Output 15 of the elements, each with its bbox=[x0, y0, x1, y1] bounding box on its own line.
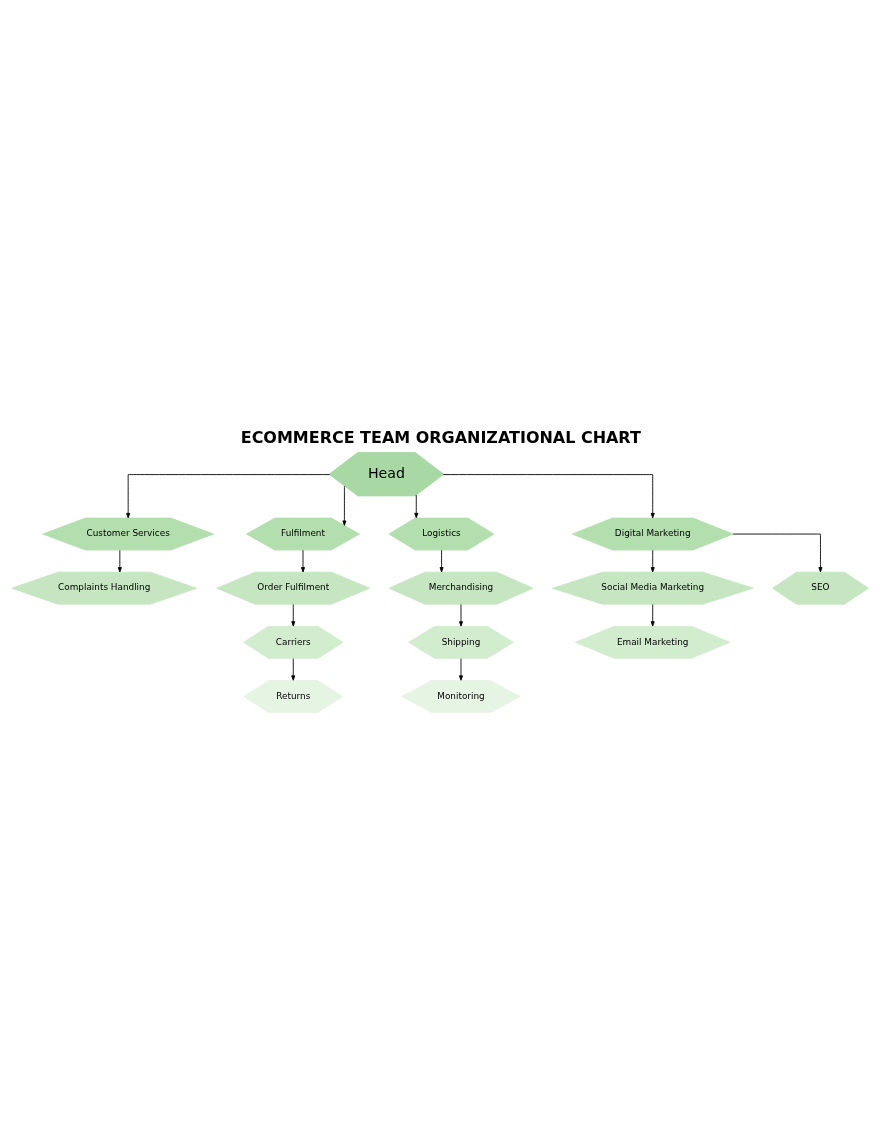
arrow bbox=[459, 604, 463, 627]
arrow bbox=[650, 604, 655, 627]
arrow bbox=[650, 549, 655, 573]
arrow bbox=[301, 549, 305, 573]
arrow bbox=[291, 604, 296, 627]
diagram-title: ECOMMERCE TEAM ORGANIZATIONAL CHART bbox=[240, 427, 641, 447]
arrow bbox=[342, 485, 347, 526]
arrow bbox=[459, 658, 463, 681]
arrow bbox=[126, 474, 331, 519]
arrow bbox=[439, 549, 444, 573]
arrow bbox=[291, 658, 296, 681]
arrow bbox=[732, 533, 823, 573]
arrow bbox=[117, 549, 122, 573]
arrow bbox=[442, 474, 655, 519]
arrow bbox=[414, 494, 419, 519]
